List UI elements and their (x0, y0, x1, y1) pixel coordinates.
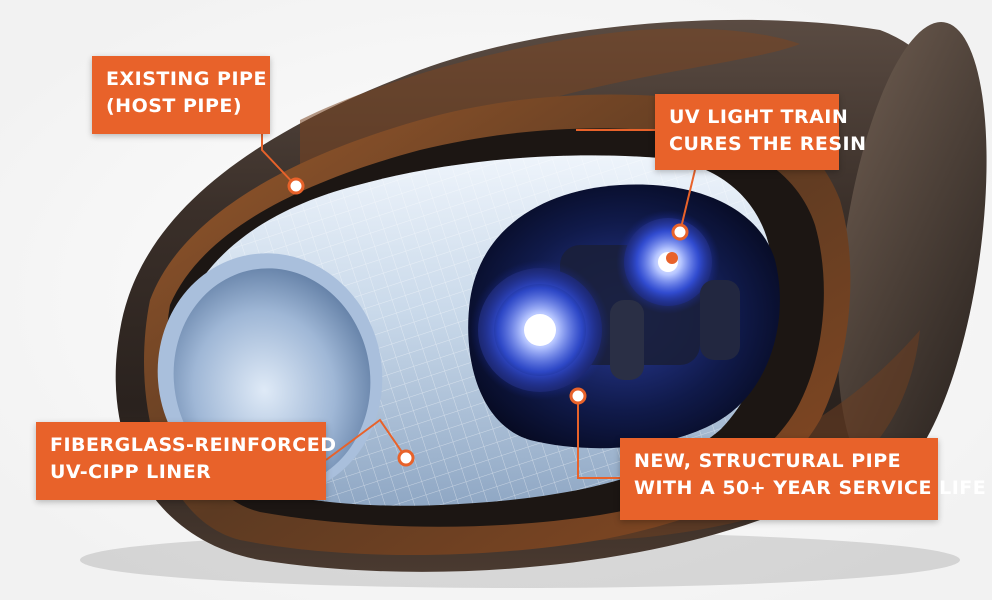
callout-new-pipe: NEW, STRUCTURAL PIPE WITH A 50+ YEAR SER… (620, 438, 987, 520)
callout-uv-light-train-line1: UV LIGHT TRAIN (669, 106, 849, 128)
callout-existing-pipe-line2: (HOST PIPE) (106, 95, 243, 117)
callout-new-pipe-line2: WITH A 50+ YEAR SERVICE LIFE (634, 477, 987, 499)
marker-new-pipe (569, 387, 587, 405)
callout-uv-light-train: UV LIGHT TRAIN CURES THE RESIN (655, 94, 867, 170)
callout-new-pipe-line1: NEW, STRUCTURAL PIPE (634, 450, 902, 472)
callout-existing-pipe: EXISTING PIPE (HOST PIPE) (92, 56, 270, 134)
callout-existing-pipe-line1: EXISTING PIPE (106, 68, 267, 90)
marker-uv-light-train (671, 223, 689, 241)
callout-uv-light-train-line2: CURES THE RESIN (669, 133, 867, 155)
callout-liner: FIBERGLASS-REINFORCED UV-CIPP LINER (36, 422, 337, 500)
callout-liner-line1: FIBERGLASS-REINFORCED (50, 434, 337, 456)
callout-liner-line2: UV-CIPP LINER (50, 461, 212, 483)
marker-existing-pipe (287, 177, 305, 195)
marker-liner (397, 449, 415, 467)
marker-uv-light-train-2 (666, 252, 678, 264)
